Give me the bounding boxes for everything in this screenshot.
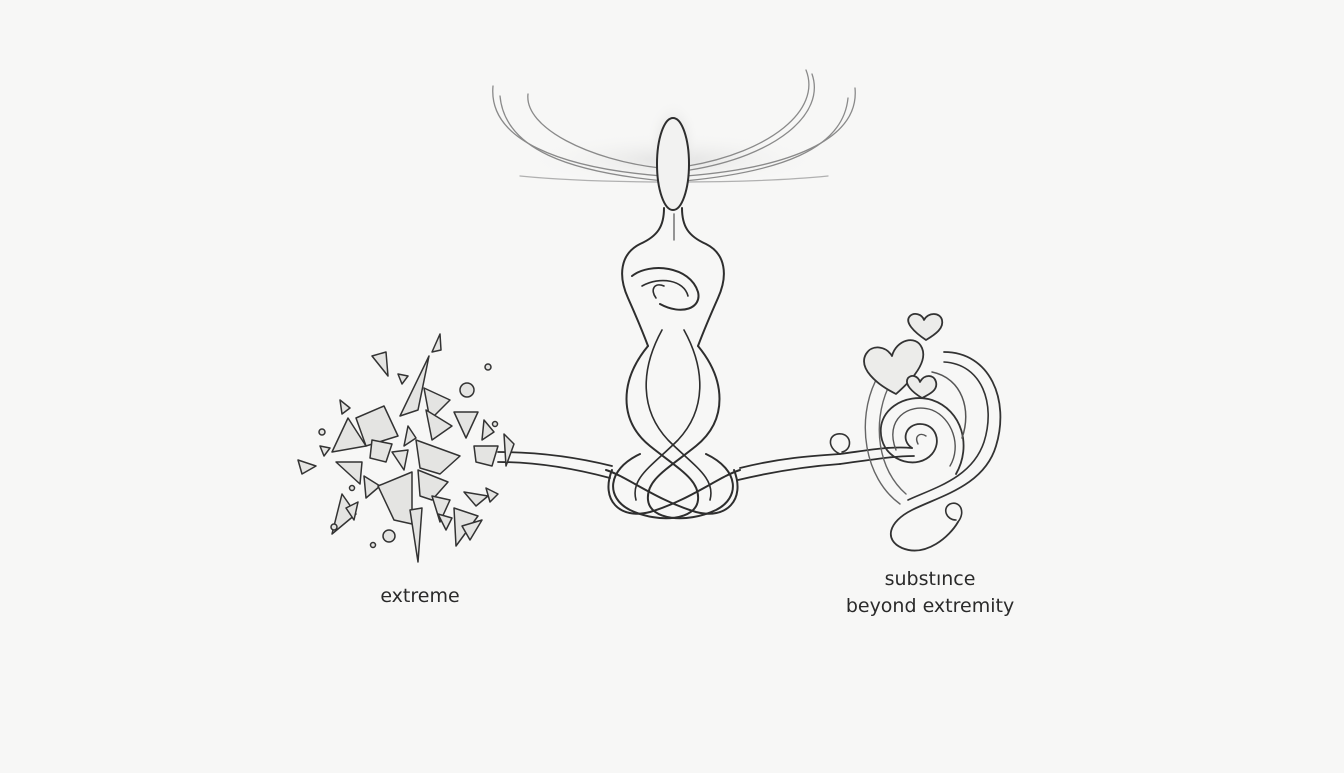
spiral-hearts-icon xyxy=(830,314,1000,551)
meditating-figure-icon xyxy=(493,70,855,518)
connecting-ribbon xyxy=(498,447,914,480)
heart-icon xyxy=(908,314,942,340)
heart-icon xyxy=(907,376,936,398)
label-substance-beyond-extremity: substınce beyond extremity xyxy=(820,566,1040,620)
label-extreme: extreme xyxy=(340,583,500,610)
label-right-line2: beyond extremity xyxy=(820,593,1040,620)
label-extreme-text: extreme xyxy=(340,583,500,610)
shattered-shards-icon xyxy=(298,334,514,562)
label-right-line1: substınce xyxy=(820,566,1040,593)
